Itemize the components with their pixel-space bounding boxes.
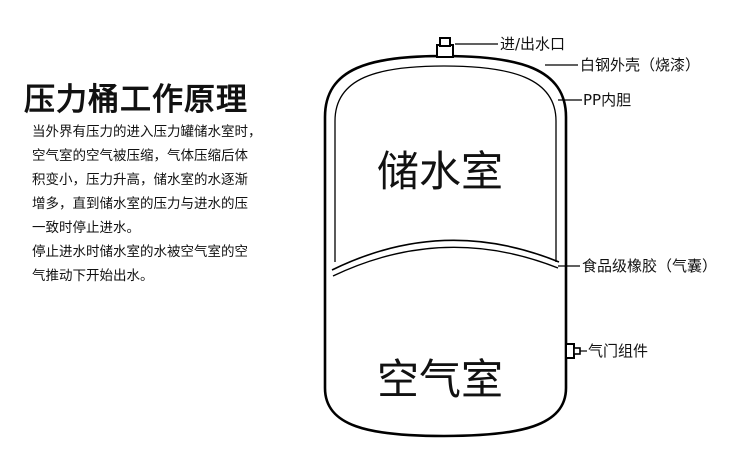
inlet-outlet-cap <box>439 37 451 47</box>
description: 当外界有压力的进入压力罐储水室时， 空气室的空气被压缩，气体压缩后体 积变小，压… <box>32 120 332 288</box>
steel-shell <box>323 54 568 438</box>
callout-pp-liner: PP内胆 <box>583 91 631 109</box>
page-title: 压力桶工作原理 <box>24 82 248 118</box>
air-valve-stem <box>573 347 581 355</box>
rubber-bladder-inner <box>332 246 559 277</box>
description-line: 积变小，压力升高，储水室的水逐渐 <box>32 172 248 188</box>
description-line: 当外界有压力的进入压力罐储水室时， <box>32 124 262 140</box>
description-line: 空气室的空气被压缩，气体压缩后体 <box>32 148 248 164</box>
description-line: 气推动下开始出水。 <box>32 268 154 284</box>
description-line: 停止进水时储水室的水被空气室的空 <box>32 244 248 260</box>
description-line: 一致时停止进水。 <box>32 220 140 236</box>
callout-inlet-outlet: 进/出水口 <box>500 35 565 53</box>
air-chamber-label: 空气室 <box>377 355 503 404</box>
description-line: 增多，直到储水室的压力与进水的压 <box>32 196 248 212</box>
callout-rubber-bladder: 食品级橡胶（气囊） <box>582 257 717 275</box>
rubber-bladder <box>331 239 560 271</box>
water-chamber-label: 储水室 <box>377 147 503 196</box>
callout-air-valve: 气门组件 <box>588 342 648 360</box>
callout-steel-shell: 白钢外壳（烧漆） <box>580 56 700 74</box>
air-valve-fitting <box>565 343 575 359</box>
pp-liner <box>334 65 557 262</box>
